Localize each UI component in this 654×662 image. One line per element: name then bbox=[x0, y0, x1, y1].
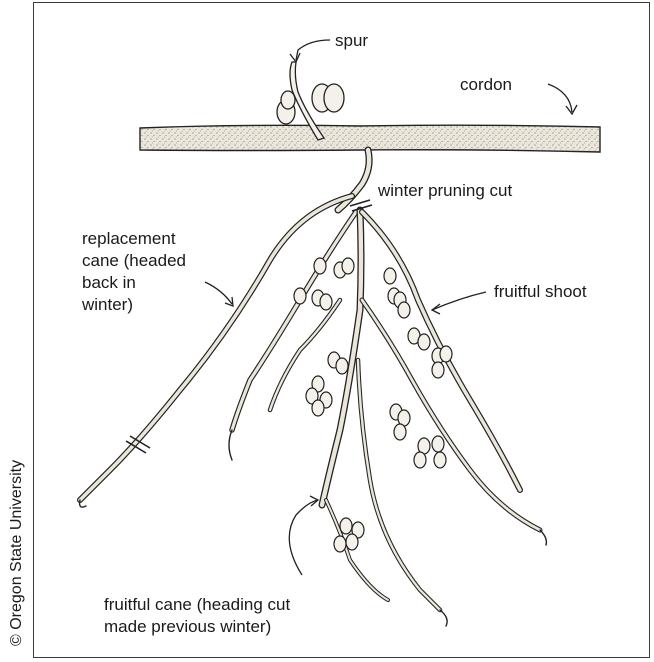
label-replacement-cane-line2: cane (headed bbox=[82, 251, 186, 270]
label-spur: spur bbox=[335, 31, 368, 50]
leader-arrows bbox=[205, 40, 577, 575]
label-replacement-cane-line3: back in bbox=[82, 273, 136, 292]
label-cordon: cordon bbox=[460, 75, 512, 94]
label-fruitful-shoot: fruitful shoot bbox=[494, 282, 587, 301]
label-replacement-cane-line1: replacement bbox=[82, 229, 176, 248]
label-fruitful-cane-line2: made previous winter) bbox=[104, 617, 271, 636]
label-replacement-cane-line4: winter) bbox=[81, 295, 133, 314]
label-winter-pruning-cut: winter pruning cut bbox=[377, 181, 512, 200]
copyright-notice: © Oregon State University bbox=[8, 446, 28, 646]
label-fruitful-cane-line1: fruitful cane (heading cut bbox=[104, 595, 290, 614]
